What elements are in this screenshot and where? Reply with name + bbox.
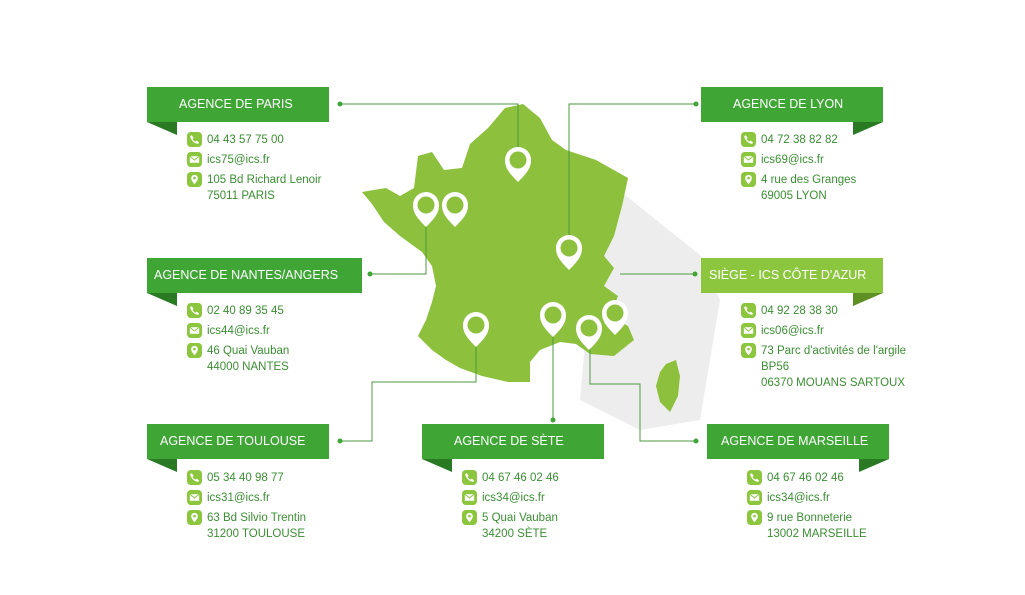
agency-title: AGENCE DE LYON [701,87,883,122]
address-line-1: 105 Bd Richard Lenoir [207,174,322,186]
agency-title: AGENCE DE MARSEILLE [707,424,889,459]
address-line-2: BP56 [761,361,790,373]
phone-row[interactable]: 04 67 46 02 46 [747,470,867,490]
agency-title: AGENCE DE TOULOUSE [147,424,329,459]
agency-paris: AGENCE DE PARIS 04 43 57 75 00 ics75@ics… [147,87,329,202]
address-line-2: 69005 LYON [761,190,827,202]
envelope-icon [187,323,202,338]
agency-title: AGENCE DE PARIS [147,87,329,122]
envelope-icon [462,490,477,505]
envelope-icon [747,490,762,505]
location-pin-icon [462,510,477,525]
email-row[interactable]: ics69@ics.fr [741,152,856,172]
address-line-2: 31200 TOULOUSE [207,528,306,540]
phone-number: 04 43 57 75 00 [207,134,284,146]
email-address: ics31@ics.fr [207,492,270,504]
phone-number: 04 67 46 02 46 [767,472,844,484]
email-row[interactable]: ics31@ics.fr [187,490,306,510]
location-pin-icon [741,343,756,358]
phone-row[interactable]: 04 92 28 38 30 [741,303,906,323]
address-line-1: 46 Quai Vauban [207,345,290,357]
address-line-3: 06370 MOUANS SARTOUX [761,377,906,389]
envelope-icon [741,152,756,167]
envelope-icon [187,490,202,505]
ribbon-fold [859,459,889,472]
address-row: 63 Bd Silvio Trentin 31200 TOULOUSE [187,510,306,542]
email-address: ics34@ics.fr [767,492,830,504]
phone-number: 04 67 46 02 46 [482,472,559,484]
agency-title: SIÈGE - ICS CÔTE D'AZUR [701,258,883,293]
agency-toulouse: AGENCE DE TOULOUSE 05 34 40 98 77 ics31@… [147,424,329,540]
map-shadow [580,175,720,430]
agency-nantes-angers: AGENCE DE NANTES/ANGERS 02 40 89 35 45 i… [147,258,362,373]
email-row[interactable]: ics34@ics.fr [747,490,867,510]
address-line-2: 34200 SÈTE [482,528,548,540]
agency-marseille: AGENCE DE MARSEILLE 04 67 46 02 46 ics34… [707,424,889,540]
email-row[interactable]: ics34@ics.fr [462,490,559,510]
phone-number: 04 72 38 82 82 [761,134,838,146]
agency-title: AGENCE DE NANTES/ANGERS [147,258,362,293]
address-row: 105 Bd Richard Lenoir 75011 PARIS [187,172,321,204]
agency-siege: SIÈGE - ICS CÔTE D'AZUR 04 92 28 38 30 i… [701,258,906,389]
phone-row[interactable]: 04 43 57 75 00 [187,132,321,152]
email-row[interactable]: ics06@ics.fr [741,323,906,343]
email-address: ics44@ics.fr [207,325,270,337]
phone-icon [741,303,756,318]
phone-icon [187,132,202,147]
agency-lyon: AGENCE DE LYON 04 72 38 82 82 ics69@ics.… [701,87,883,202]
address-line-2: 44000 NANTES [207,361,289,373]
address-line-2: 75011 PARIS [207,190,275,202]
email-address: ics69@ics.fr [761,154,824,166]
phone-row[interactable]: 02 40 89 35 45 [187,303,289,323]
phone-row[interactable]: 04 72 38 82 82 [741,132,856,152]
phone-number: 05 34 40 98 77 [207,472,284,484]
address-row: 5 Quai Vauban 34200 SÈTE [462,510,559,542]
email-address: ics34@ics.fr [482,492,545,504]
ribbon-fold [147,122,177,135]
address-line-2: 13002 MARSEILLE [767,528,867,540]
ribbon-fold [853,293,883,306]
connector-lines [340,103,696,442]
address-row: 9 rue Bonneterie 13002 MARSEILLE [747,510,867,542]
location-pin-icon [187,510,202,525]
corsica [656,360,680,412]
phone-icon [741,132,756,147]
address-row: 4 rue des Granges 69005 LYON [741,172,856,204]
agency-sete: AGENCE DE SÈTE 04 67 46 02 46 ics34@ics.… [422,424,604,540]
ribbon-fold [422,459,452,472]
email-address: ics75@ics.fr [207,154,270,166]
phone-icon [747,470,762,485]
address-line-1: 9 rue Bonneterie [767,512,853,524]
agency-title: AGENCE DE SÈTE [422,424,604,459]
location-pin-icon [747,510,762,525]
email-row[interactable]: ics44@ics.fr [187,323,289,343]
address-line-1: 73 Parc d'activités de l'argile [761,345,907,357]
phone-row[interactable]: 05 34 40 98 77 [187,470,306,490]
email-row[interactable]: ics75@ics.fr [187,152,321,172]
address-row: 46 Quai Vauban 44000 NANTES [187,343,289,375]
envelope-icon [741,323,756,338]
address-line-1: 63 Bd Silvio Trentin [207,512,307,524]
phone-number: 04 92 28 38 30 [761,305,838,317]
envelope-icon [187,152,202,167]
address-line-1: 5 Quai Vauban [482,512,558,524]
connector-dots [337,101,699,444]
mainland-france [362,104,634,382]
phone-icon [462,470,477,485]
phone-icon [187,470,202,485]
location-pin-icon [187,172,202,187]
phone-row[interactable]: 04 67 46 02 46 [462,470,559,490]
phone-icon [187,303,202,318]
phone-number: 02 40 89 35 45 [207,305,284,317]
email-address: ics06@ics.fr [761,325,824,337]
address-line-1: 4 rue des Granges [761,174,857,186]
ribbon-fold [147,459,177,472]
ribbon-fold [853,122,883,135]
location-pin-icon [187,343,202,358]
address-row: 73 Parc d'activités de l'argile BP56 063… [741,343,906,391]
location-pin-icon [741,172,756,187]
ribbon-fold [147,293,177,306]
